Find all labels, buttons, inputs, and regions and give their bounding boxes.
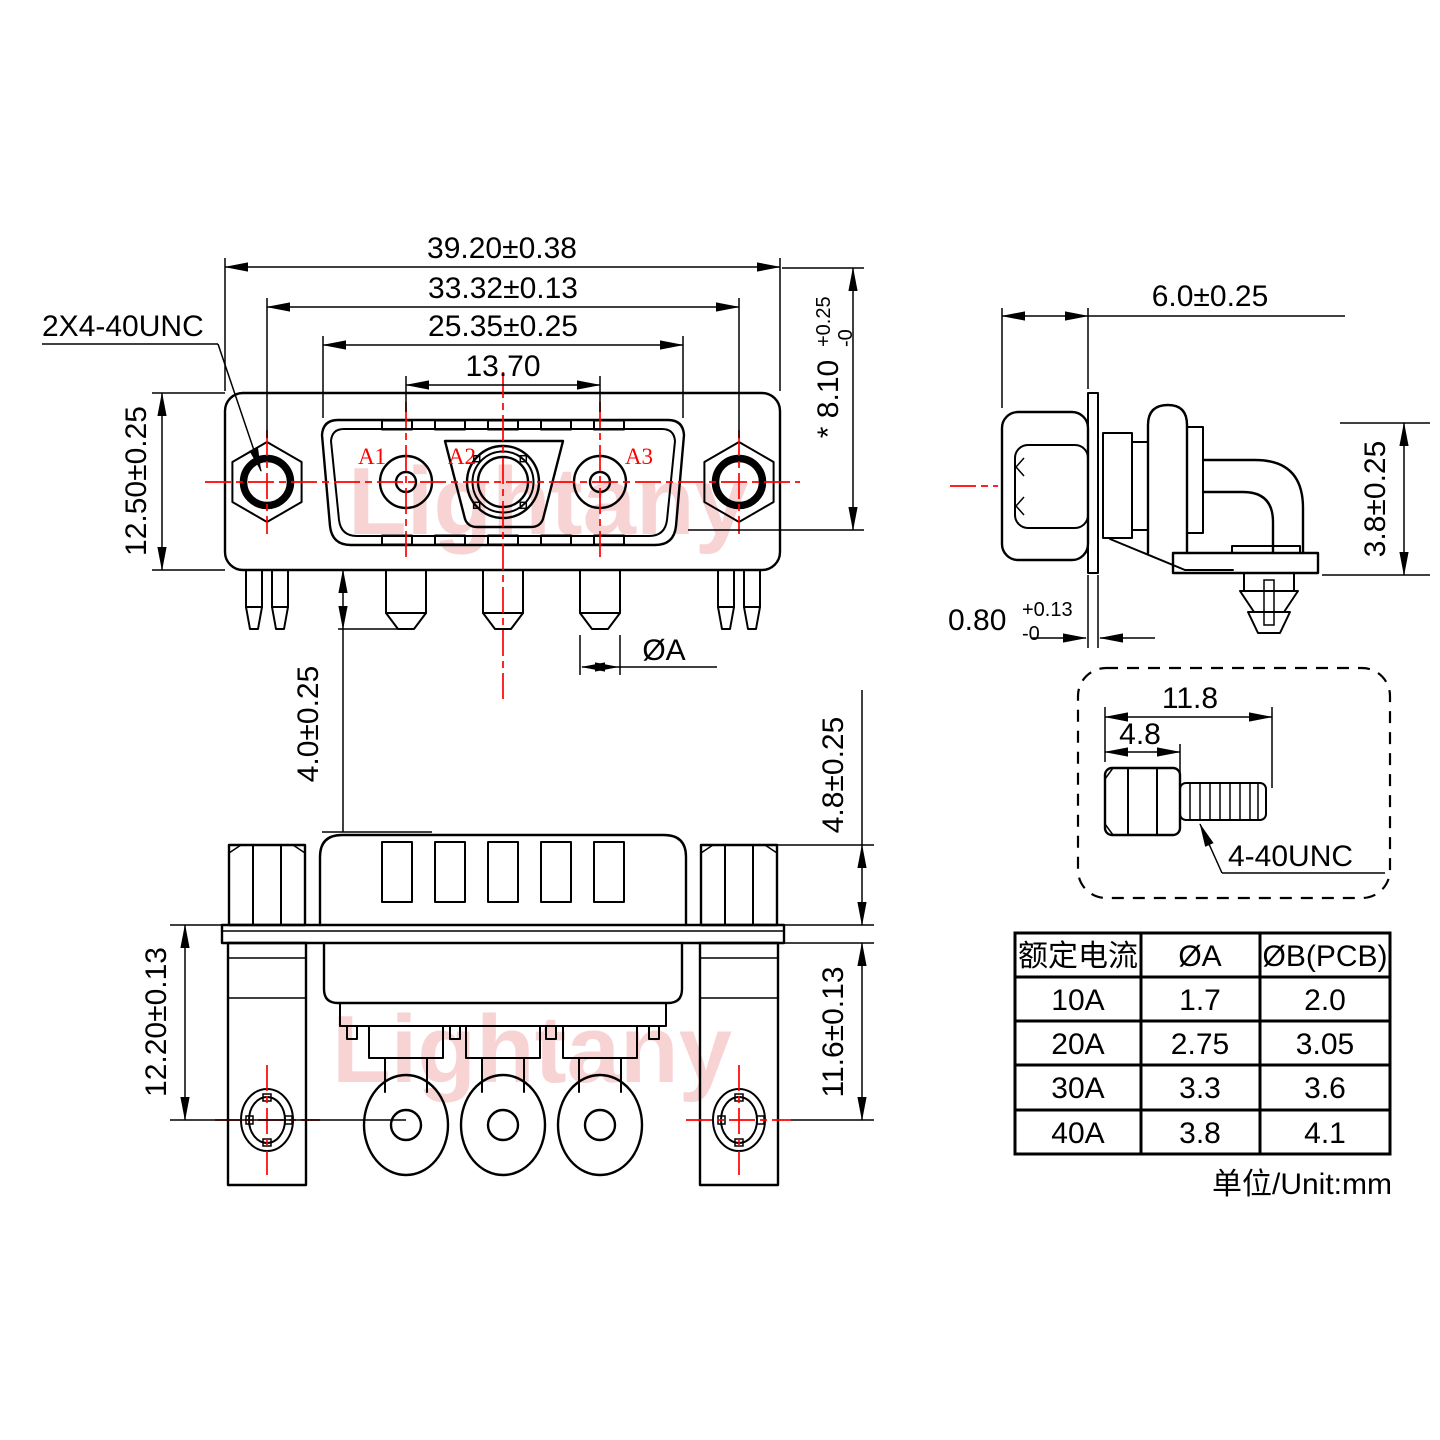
cell-30a-current: 30A	[1051, 1072, 1104, 1105]
dim-screw-spacing: 33.32±0.13	[428, 272, 578, 305]
dim-flange-height: 12.50±0.25	[120, 406, 153, 556]
dim-bracket-height: 3.8±0.25	[1359, 441, 1392, 558]
front-a2-cavity	[443, 439, 565, 529]
cell-20a-current: 20A	[1051, 1028, 1104, 1061]
watermark-text-bottom: Lightany	[332, 996, 732, 1103]
cell-40a-dia-b: 4.1	[1304, 1117, 1346, 1150]
screw-thread-callout: 4-40UNC	[1228, 840, 1353, 873]
bottom-pin-a2	[459, 1057, 547, 1177]
cell-30a-dia-a: 3.3	[1179, 1072, 1221, 1105]
side-body	[1102, 403, 1204, 555]
cell-30a-dia-b: 3.6	[1304, 1072, 1346, 1105]
cell-40a-current: 40A	[1051, 1117, 1104, 1150]
bottom-dim-standoff-height: 4.8±0.25	[777, 690, 874, 926]
dim-contact-spacing: 13.70	[465, 350, 540, 383]
side-dim-nut-depth: 6.0±0.25	[1001, 280, 1345, 408]
dim-face-height-tol-minus: -0	[835, 329, 857, 347]
cell-10a-current: 10A	[1051, 984, 1104, 1017]
bottom-view: 12.20±0.13 11.6±0.13 4.8±0.25	[140, 690, 874, 1187]
dim-screw-overall: 11.8	[1162, 682, 1218, 715]
side-boardlock-pin	[1239, 572, 1299, 634]
dim-flange-thickness-tol-minus: -0	[1022, 623, 1040, 645]
bottom-hex-standoff-right	[699, 843, 779, 927]
dim-standoff-height: 4.8±0.25	[817, 717, 850, 834]
bottom-backshell	[318, 833, 688, 927]
table-header-dia-a: ØA	[1178, 940, 1221, 973]
front-boardlock-left	[245, 569, 289, 630]
bottom-pin-a1	[362, 1057, 450, 1177]
dim-flange-thickness-tol-plus: +0.13	[1022, 599, 1073, 621]
cell-20a-dia-a: 2.75	[1171, 1028, 1229, 1061]
screw-shape	[1103, 766, 1267, 837]
front-pin-a1	[385, 569, 427, 630]
screw-detail: 11.8 4.8 4-40UNC	[1076, 666, 1392, 900]
front-dim-lines	[224, 258, 781, 438]
front-label-a3: A3	[625, 444, 653, 469]
front-pin-a3	[579, 569, 621, 630]
dim-face-height: * 8.10	[812, 360, 845, 438]
side-view: 6.0±0.25 3.8±0.25 0.80 +0.13 -0	[948, 280, 1430, 648]
table-unit-note: 单位/Unit:mm	[1212, 1168, 1392, 1201]
dim-face-width: 25.35±0.25	[428, 310, 578, 343]
front-dim-pin-diameter: ØA	[579, 634, 717, 675]
dim-pin-diameter: ØA	[642, 634, 685, 667]
side-flange-plate	[1087, 392, 1099, 574]
dim-flange-thickness: 0.80	[948, 604, 1006, 637]
dim-screw-head: 4.8	[1119, 718, 1161, 751]
dim-nut-depth: 6.0±0.25	[1152, 280, 1269, 313]
front-boardlock-right	[717, 569, 761, 630]
side-hex-nut	[1000, 410, 1090, 562]
dim-face-height-tol-plus: +0.25	[813, 296, 835, 347]
front-dim-face-height: * 8.10 +0.25 -0	[688, 267, 864, 531]
front-label-a1: A1	[358, 444, 386, 469]
bottom-bracket-left	[226, 941, 308, 1187]
bottom-pin-a3	[556, 1057, 644, 1177]
front-dim-pin-standoff: 4.0±0.25	[292, 569, 432, 833]
front-centerlines	[205, 372, 800, 700]
dim-flange-to-pin: 12.20±0.13	[140, 947, 173, 1097]
front-dface-slots	[381, 419, 625, 546]
table-header-dia-b: ØB(PCB)	[1262, 940, 1387, 973]
spec-table: 额定电流 ØA ØB(PCB) 10A 1.7 2.0 20A 2.75 3.0…	[1013, 931, 1392, 1201]
table-row-20a: 20A 2.75 3.05	[1051, 1028, 1354, 1061]
cell-20a-dia-b: 3.05	[1296, 1028, 1354, 1061]
cell-10a-dia-b: 2.0	[1304, 984, 1346, 1017]
side-bracket	[1109, 458, 1320, 575]
dim-pin-length: 11.6±0.13	[817, 966, 850, 1097]
table-header-current: 额定电流	[1018, 940, 1138, 973]
cell-40a-dia-a: 3.8	[1179, 1117, 1221, 1150]
bottom-body	[322, 941, 684, 1059]
bottom-dim-pin-length: 11.6±0.13	[784, 942, 874, 1121]
cell-10a-dia-a: 1.7	[1179, 984, 1221, 1017]
front-label-a2: A2	[448, 444, 476, 469]
screw-thread-label: 2X4-40UNC	[42, 310, 204, 343]
bottom-flange	[220, 923, 786, 945]
side-dim-flange-thickness: 0.80 +0.13 -0	[948, 575, 1155, 648]
dim-pin-standoff: 4.0±0.25	[292, 666, 325, 783]
front-dim-flange-height: 12.50±0.25	[120, 392, 225, 571]
bottom-hex-standoff-left	[227, 843, 307, 927]
watermark-group: Lightany Lightany	[332, 448, 748, 1103]
screw-detail-box	[1076, 666, 1392, 900]
side-dim-bracket-height: 3.8±0.25	[1322, 422, 1430, 576]
front-view: A1 A2 A3 39.20±0.38 33.32±0.13 25.35±0.2…	[42, 232, 864, 833]
table-row-30a: 30A 3.3 3.6	[1051, 1072, 1346, 1105]
table-row-10a: 10A 1.7 2.0	[1051, 984, 1346, 1017]
dim-overall-width: 39.20±0.38	[427, 232, 577, 265]
table-row-40a: 40A 3.8 4.1	[1051, 1117, 1346, 1150]
bottom-dim-flange-to-pin: 12.20±0.13	[140, 924, 406, 1121]
front-screw-callout: 2X4-40UNC	[42, 310, 262, 472]
